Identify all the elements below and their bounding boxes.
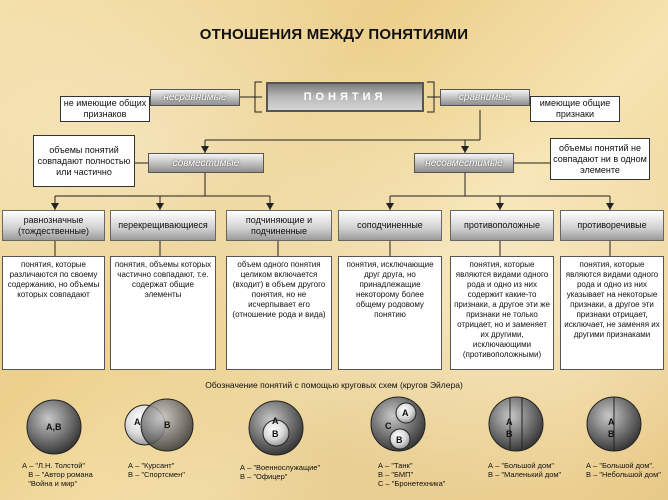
incompatible-note: объемы понятий не совпадают ни в одном э… xyxy=(550,138,650,180)
desc-subordinate: объем одного понятия целиком включается … xyxy=(226,256,332,370)
incomparable-box: несравнимые xyxy=(150,89,240,106)
euler-title: Обозначение понятий с помощью круговых с… xyxy=(205,380,463,390)
compatible-label: совместимые xyxy=(172,157,240,169)
euler-subordinate xyxy=(248,400,304,456)
euler-5-label-a: А xyxy=(506,417,513,427)
incomparable-note: не имеющие общих признаков xyxy=(60,96,150,122)
comparable-box: сравнимые xyxy=(440,89,530,106)
desc-opposite: понятия, которые являются видами одного … xyxy=(450,256,554,370)
euler-1-label-ab: А,В xyxy=(46,422,62,432)
euler-overlapping xyxy=(124,398,194,452)
euler-2-legend: А – "Курсант" В – "Спортсмен" xyxy=(128,461,185,479)
incompatible-box: несовместимые xyxy=(414,153,514,173)
euler-3-label-a: А xyxy=(272,416,279,426)
euler-opposite xyxy=(488,396,544,452)
euler-4-legend: А – "Танк" В – "БМП" С – "Бронетехника" xyxy=(378,461,446,488)
desc-cosubordinate: понятия, исключающие друг друга, но прин… xyxy=(338,256,442,370)
euler-contradictory xyxy=(586,396,642,452)
euler-2-label-a: А xyxy=(134,417,141,427)
desc-contradictory: понятия, которые являются видами одного … xyxy=(560,256,664,370)
category-equivalent: равнозначные (тождественные) xyxy=(2,210,105,241)
euler-4-label-a: А xyxy=(402,408,409,418)
category-cosubordinate: соподчиненные xyxy=(338,210,442,241)
category-opposite: противоположные xyxy=(450,210,554,241)
euler-3-legend: А – "Военнослужащие" В – "Офицер" xyxy=(240,463,321,481)
euler-4-label-c: С xyxy=(385,421,392,431)
comparable-label: сравнимые xyxy=(458,92,512,103)
category-subordinate: подчиняющие и подчиненные xyxy=(226,210,332,241)
euler-2-label-b: В xyxy=(164,420,171,430)
euler-6-label-a: А xyxy=(608,417,615,427)
euler-6-label-b: В xyxy=(608,429,615,439)
euler-5-label-b: В xyxy=(506,429,513,439)
euler-1-legend: А – "Л.Н. Толстой" В – "Автор романа "Во… xyxy=(22,461,93,488)
root-concepts-box: ПОНЯТИЯ xyxy=(266,82,424,112)
compatible-box: совместимые xyxy=(148,153,264,173)
comparable-note: имеющие общие признаки xyxy=(530,96,620,122)
euler-5-legend: А – "Большой дом" В – "Маленький дом" xyxy=(488,461,562,479)
desc-equivalent: понятия, которые различаются по своему с… xyxy=(2,256,105,370)
category-overlapping: перекрещивающиеся xyxy=(110,210,216,241)
incomparable-label: несравнимые xyxy=(163,92,227,103)
incompatible-label: несовместимые xyxy=(425,157,503,169)
euler-identical xyxy=(26,399,82,455)
euler-4-label-b: В xyxy=(396,435,403,445)
desc-overlapping: понятия, объемы которых частично совпада… xyxy=(110,256,216,370)
euler-6-legend: А – "Большой дом". В – "Небольшой дом" xyxy=(586,461,661,479)
category-contradictory: противоречивые xyxy=(560,210,664,241)
page-title: ОТНОШЕНИЯ МЕЖДУ ПОНЯТИЯМИ xyxy=(199,26,469,43)
euler-cosubordinate xyxy=(370,396,426,452)
euler-3-label-b: В xyxy=(272,429,279,439)
compatible-note: объемы понятий совпадают полностью или ч… xyxy=(33,135,135,187)
